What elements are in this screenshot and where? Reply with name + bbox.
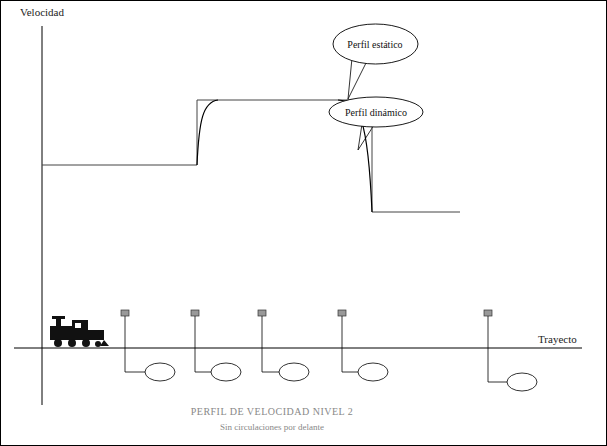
balise-symbol: [258, 310, 266, 316]
callout-tail: [348, 58, 366, 99]
balise-symbol: [191, 310, 199, 316]
balise-symbol: [338, 310, 346, 316]
static-profile: [42, 100, 460, 212]
balise-ellipse: [507, 373, 537, 391]
balise-link: [342, 316, 358, 372]
balise-ellipse: [211, 363, 241, 381]
axis-label: Trayecto: [538, 333, 577, 345]
balise-link: [488, 316, 507, 382]
callout-text: Perfil dinámico: [345, 107, 407, 118]
dynamic-profile: [197, 100, 218, 165]
callout-bubble: Perfil estático: [332, 23, 419, 65]
balise-link: [195, 316, 211, 372]
bubble-ellipse: [329, 97, 423, 127]
balise-group: [121, 310, 537, 391]
train-icon: [50, 316, 109, 347]
balise-ellipse: [145, 363, 175, 381]
balise-ellipse: [279, 363, 309, 381]
figure-caption: PERFIL DE VELOCIDAD NIVEL 2: [191, 406, 354, 417]
callout-text: Perfil estático: [347, 39, 402, 50]
balise-ellipse: [358, 363, 388, 381]
bubble-ellipse: [333, 24, 418, 64]
track-axis: [14, 348, 582, 349]
balise-symbol: [484, 310, 492, 316]
balise-link: [125, 316, 145, 372]
balise-link: [262, 316, 279, 372]
subcaption: Sin circulaciones por delante: [220, 422, 324, 432]
axis-label: Velocidad: [20, 6, 64, 18]
balise-symbol: [121, 310, 129, 316]
callout-bubble: Perfil dinámico: [328, 96, 424, 128]
